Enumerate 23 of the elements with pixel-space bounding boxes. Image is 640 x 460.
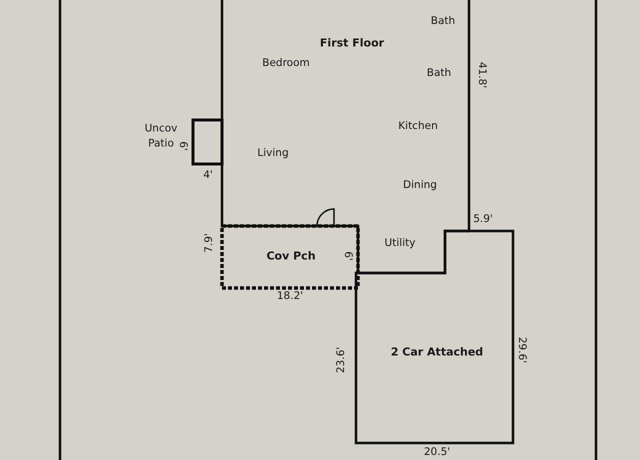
dimension-label: 29.6' (516, 336, 528, 364)
floor-plan-outline (222, 0, 469, 273)
room-label: Utility (384, 237, 416, 249)
dimension-label: 23.6' (335, 346, 347, 374)
dimension-label: 20.5' (424, 446, 450, 458)
porch-outline (222, 226, 358, 288)
room-label: Living (257, 147, 289, 159)
room-label: Bedroom (262, 57, 310, 69)
room-label: Dining (403, 179, 437, 191)
dimension-label: 5.9' (473, 213, 493, 225)
dimension-label: 4' (203, 169, 213, 181)
dimension-label: 6' (177, 141, 189, 151)
room-label: Bath (430, 15, 456, 27)
plan-heading: First Floor (320, 36, 384, 50)
dimension-label: 18.2' (276, 290, 304, 302)
dimension-label: 7.9' (203, 233, 215, 253)
room-label: Bath (426, 67, 452, 79)
plan-heading: 2 Car Attached (390, 346, 484, 358)
dimension-label: 6' (342, 251, 354, 261)
dimension-label: 41.8' (476, 62, 488, 88)
room-label: Kitchen (398, 120, 438, 132)
room-label: Uncov Patio (144, 121, 178, 151)
plan-heading: Cov Pch (266, 250, 316, 262)
